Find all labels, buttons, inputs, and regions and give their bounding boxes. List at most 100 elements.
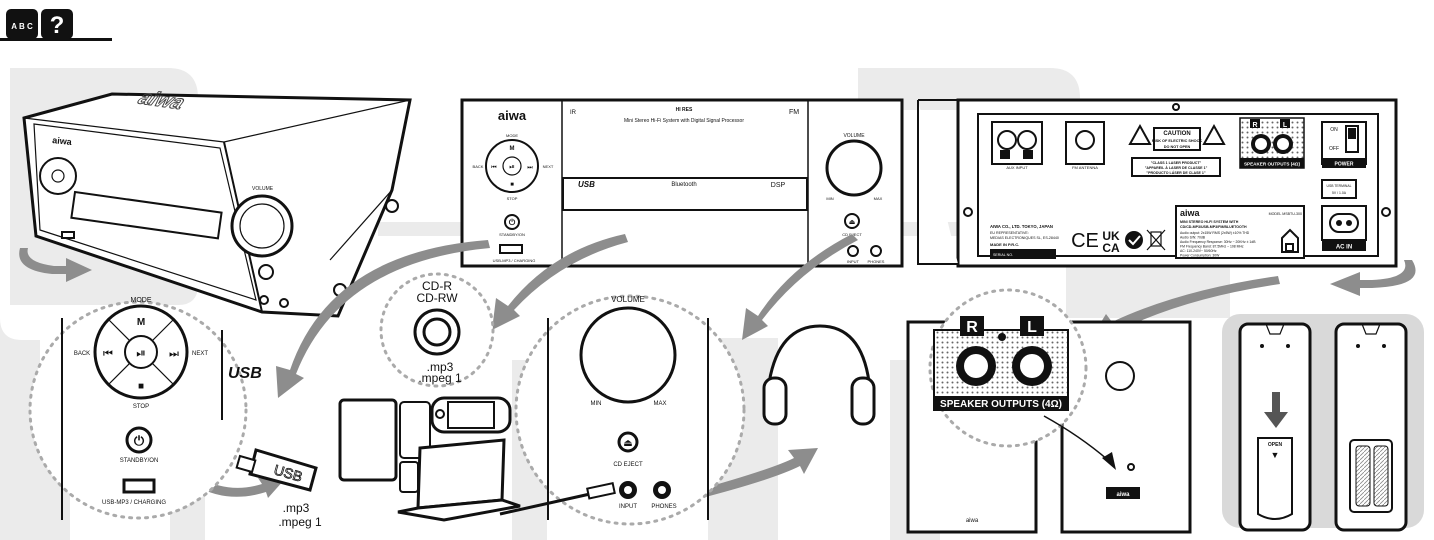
zoom-front-controls: USB MODE M ⏯ ⏮ ⏭ ■ BACK NEXT STOP ⏻ STAN… [28,297,262,520]
rear-caution-line1: RISK OF ELECTRIC SHOCK [1152,139,1202,143]
rear-spec-6: Power Consumption: 30W [1180,254,1220,258]
front-m-button: M [510,146,515,152]
front-prev-icon: ⏮ [491,165,497,171]
rear-on-label: ON [1330,127,1338,133]
front-usb-logo: USB [578,180,595,189]
zoom-m-button: M [137,317,145,328]
zoom-cd-eject-label: CD EJECT [613,462,643,468]
zoom-power-icon: ⏻ [134,433,145,448]
rear-laser-line1: "CLASS 1 LASER PRODUCT" [1151,161,1202,165]
rear-speaker-label: SPEAKER OUTPUTS (4Ω) [1244,162,1300,167]
front-panel-view: aiwa Mini Stereo Hi-Fi System with Digit… [460,98,904,268]
perspective-volume-label: VOLUME [252,186,274,192]
front-stop-icon: ■ [510,182,514,188]
zoom-speaker-outputs-label: SPEAKER OUTPUTS (4Ω) [940,399,1062,410]
front-brand: aiwa [498,108,527,123]
abc-blocks-icon: A B C [11,22,33,31]
rear-caution-title: CAUTION [1163,131,1190,137]
disc-zoom: CD-R CD-RW .mp3 .mpeg 1 [379,272,495,388]
pointer-arrows [196,234,1280,500]
front-usb-label: USB-MP3 / CHARGING [493,258,536,263]
weee-bin-icon [1146,229,1166,251]
front-volume-label: VOLUME [843,133,865,139]
zoom-badge-l: L [1027,319,1037,336]
zoom-standby-label: STANDBY/ON [120,458,159,464]
speaker-right-brand: aiwa [1116,492,1130,498]
media-player-icon [399,461,419,493]
rear-usb-terminal-label: USB TERMINAL [1327,184,1352,188]
rear-usb-output-label: 5V / 1.0A [1332,191,1347,195]
front-eject-icon: ⏏ [849,219,856,226]
rear-panel-view: AUX INPUT FM ANTENNA CAUTION RISK OF ELE… [917,98,1398,268]
zoom-stop-label: STOP [133,404,149,410]
smartphone-icon [399,401,431,459]
usb-format-1: .mp3 [283,501,310,515]
front-standby-label: STANDBY/ON [499,232,525,237]
front-max-label: MAX [874,196,883,201]
rear-badge-l: L [1283,122,1288,129]
zoom-volume-label: VOLUME [611,295,645,304]
usb-format-2: .mpeg 1 [278,515,322,529]
help-icon: ? [50,12,65,39]
front-bluetooth-label: Bluetooth [671,182,696,188]
aux-cable-icon [499,482,616,516]
front-ir-label: IR [570,110,577,116]
zoom-usb-port-label: USB-MP3 / CHARGING [102,500,166,506]
rear-rating-brand: aiwa [1180,208,1201,218]
zoom-back-label: BACK [74,351,90,357]
zoom-max-label: MAX [653,401,666,407]
rear-spec-3: Audio Frequency Response: 30Hz ~ 20KHz ±… [1180,240,1256,244]
front-mode-label: MODE [506,133,518,138]
rear-spec-title: MINI STEREO HI-FI SYSTEM WITH [1180,220,1239,224]
front-hires-badge: HI RES [676,107,693,113]
remote-open-label: OPEN [1268,442,1283,448]
rear-spec-2: Audio S/N: 70dB [1180,236,1206,240]
disc-format-2: .mpeg 1 [418,371,462,385]
zoom-next-icon: ⏭ [169,348,179,360]
header-icon-bar: A B C ? [0,9,112,41]
zoom-play-icon: ⏯ [136,346,146,360]
front-tagline: Mini Stereo Hi-Fi System with Digital Si… [624,118,744,124]
front-min-label: MIN [826,196,833,201]
disc-type-1: CD-R [422,279,452,293]
zoom-stop-icon: ■ [138,381,144,392]
speakers-zoom: aiwa aiwa R L SPEAKER OUTPUTS (4Ω) [906,288,1192,534]
rear-aux-label: AUX INPUT [1006,165,1028,170]
headphones-icon [762,324,876,426]
remote-control: OPEN ▼ [1238,322,1408,532]
zoom-min-label: MIN [591,401,602,407]
zoom-input-label: INPUT [619,504,637,510]
front-stop-label: STOP [507,196,518,201]
rear-spec-5: AC: 110-240V~ 50/60Hz [1180,249,1217,253]
disc-type-2: CD-RW [416,291,458,305]
front-next-label: NEXT [543,164,554,169]
rear-made-in: MADE IN P.R.C. [990,242,1019,247]
zoom-volume-controls: VOLUME MIN MAX ⏏ CD EJECT INPUT PHONES [499,294,746,526]
zoom-usb-logo: USB [228,365,262,382]
disc-format-1: .mp3 [427,360,454,374]
front-play-icon: ⏯ [509,164,515,171]
rear-company: AIWA CO., LTD. TOKYO, JAPAN [990,224,1053,229]
zoom-prev-icon: ⏮ [103,348,113,360]
handheld-console-icon [430,396,512,434]
rear-ukca-bottom: CA [1102,241,1120,255]
front-power-icon: ⏻ [509,218,516,227]
front-phones-label: PHONES [868,259,885,264]
rear-ukca-top: UK [1102,229,1120,243]
unit-perspective-view: aiwa aiwa VOLUME [22,86,412,318]
rear-badge-r: R [1252,122,1257,129]
indoor-use-icon [1281,228,1299,253]
devices-group [338,396,521,522]
rear-spec-sub: CD/CD-MP3/USB-MP3/FM/BLUETOOTH [1180,225,1247,229]
rear-ce-mark: CE [1071,230,1099,252]
rear-power-label: POWER [1335,162,1354,168]
battery-icon [1355,445,1389,507]
tablet-icon [338,398,398,482]
front-dsp-label: DSP [771,182,786,189]
rear-spec-1: Audio output: 2x15W RMS (2x5W) ±10% THD [1180,231,1250,235]
usb-stick-icon: USB .mp3 .mpeg 1 [235,448,322,529]
rear-spec-4: FM Frequency Band: 87.5MHz ~ 108 MHz [1180,245,1244,249]
rear-ac-in-label: AC IN [1336,245,1352,251]
laptop-icon [397,438,521,522]
